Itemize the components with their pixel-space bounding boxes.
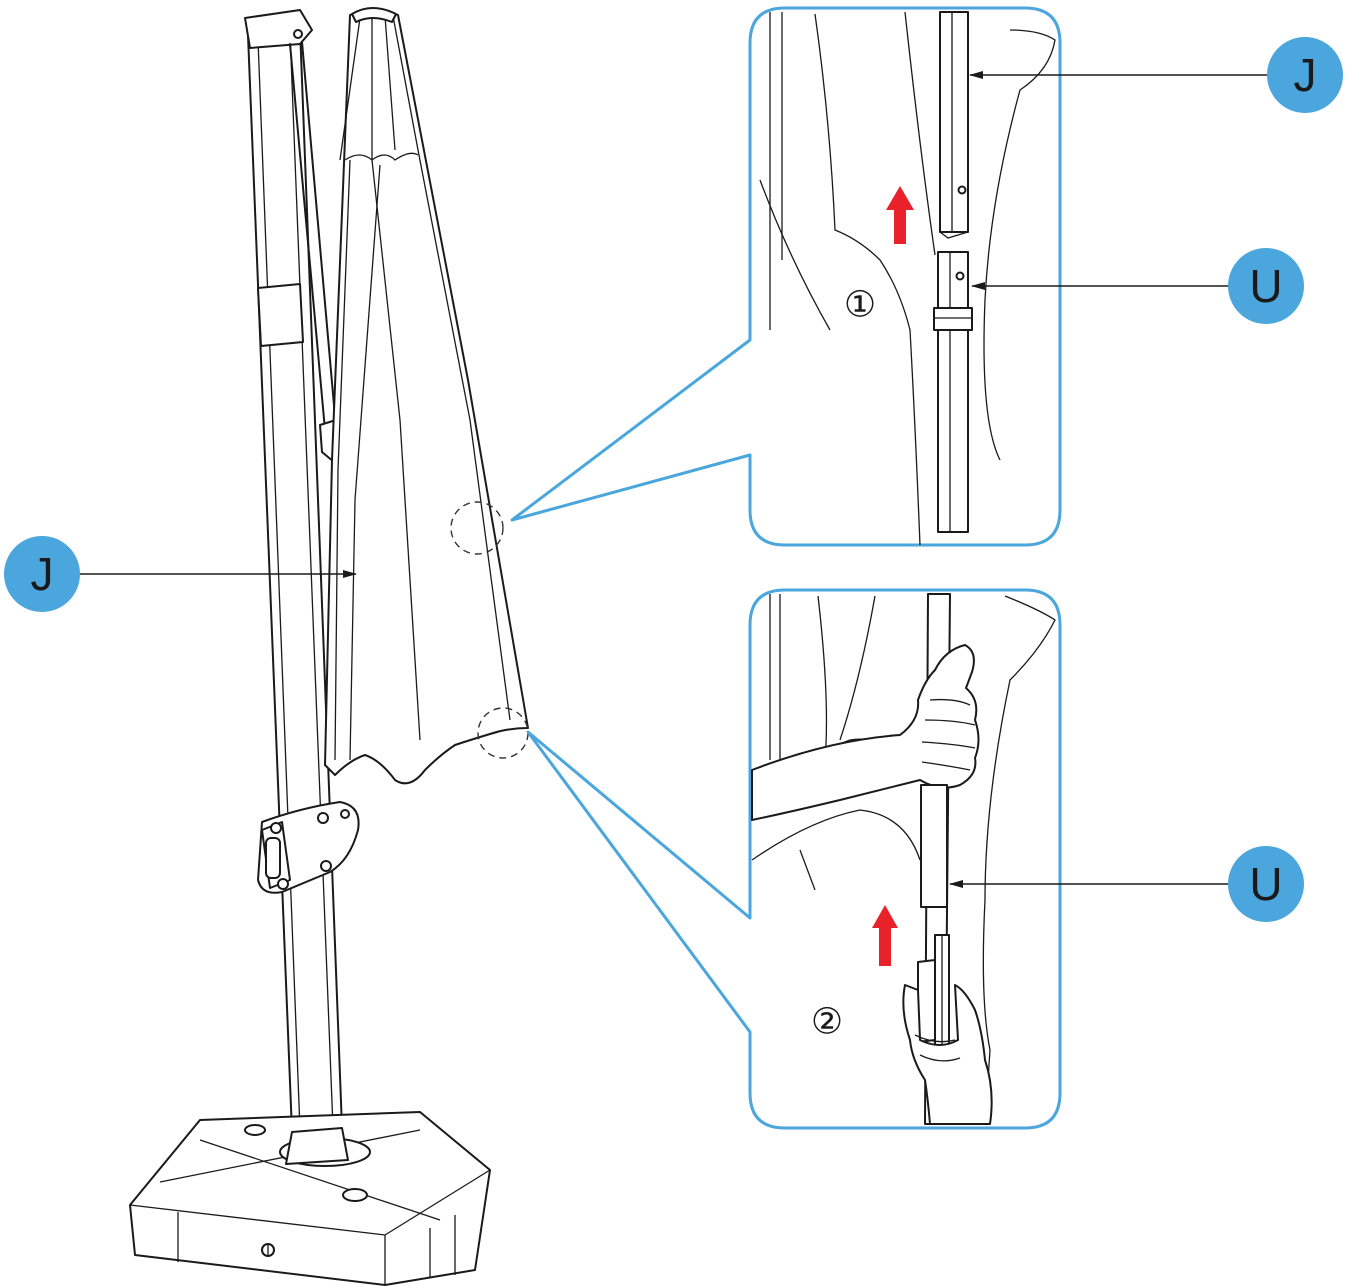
callout-1-frame	[510, 6, 1062, 547]
step-2-label: ②	[811, 1002, 843, 1043]
up-arrow-icon-1	[886, 186, 914, 244]
pole-tube-j	[939, 11, 969, 233]
up-arrow-icon-2	[872, 905, 898, 966]
rib-tube-u	[937, 251, 969, 533]
hand-upper	[751, 644, 980, 821]
umbrella-illustration	[129, 7, 529, 1286]
badge-detail1-u-text: U	[1249, 260, 1282, 312]
badge-detail1-u: U	[1228, 248, 1304, 324]
badge-detail2-u-text: U	[1249, 858, 1282, 910]
badge-detail2-u: U	[1228, 846, 1304, 922]
rib-tube-u-2	[920, 784, 948, 908]
detail-callout-1: ①	[510, 6, 1268, 547]
badge-main-j: J	[4, 536, 80, 612]
rib-sleeve	[933, 307, 973, 331]
step-1-label: ①	[844, 285, 876, 326]
badge-main-j-text: J	[31, 548, 54, 600]
badge-detail1-j-text: J	[1294, 49, 1317, 101]
badge-detail1-j: J	[1267, 37, 1343, 113]
hand-lower	[902, 984, 993, 1125]
callout-2-frame	[526, 588, 1062, 1130]
detail-callout-2: ②	[526, 588, 1228, 1130]
